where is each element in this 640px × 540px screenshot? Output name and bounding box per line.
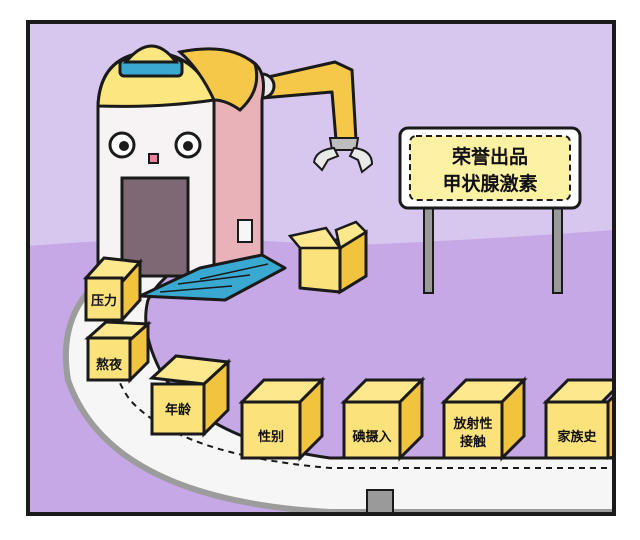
box-label-radiation-exposure-2: 接触 (460, 434, 486, 450)
box-label-iodine-intake: 碘摄入 (351, 429, 391, 445)
box-age (148, 354, 232, 438)
sign-line-1: 荣誉出品 (451, 145, 528, 168)
sign-board: 荣誉出品 甲状腺激素 (398, 126, 582, 210)
box-label-gender: 性别 (258, 429, 284, 445)
box-late-night (84, 320, 152, 384)
open-box (287, 220, 369, 295)
box-stress (82, 256, 144, 324)
panel-frame (26, 20, 616, 516)
robot-machine (96, 44, 287, 302)
nose (148, 153, 159, 164)
sign-line-2: 甲状腺激素 (442, 172, 537, 195)
box-gender (238, 376, 326, 462)
box-label-radiation-exposure-1: 放射性 (452, 416, 492, 432)
box-label-stress: 压力 (91, 293, 117, 309)
box-label-age: 年龄 (165, 402, 192, 418)
box-radiation-exposure (440, 376, 528, 462)
box-label-family-history: 家族史 (557, 429, 597, 445)
box-iodine-intake (340, 376, 426, 462)
box-label-late-night: 熬夜 (96, 357, 123, 373)
sign-post-right (552, 204, 563, 294)
box-family-history (542, 378, 614, 460)
robot-doorway (120, 176, 190, 278)
sign-post-left (423, 204, 434, 294)
robot-step (138, 253, 287, 302)
